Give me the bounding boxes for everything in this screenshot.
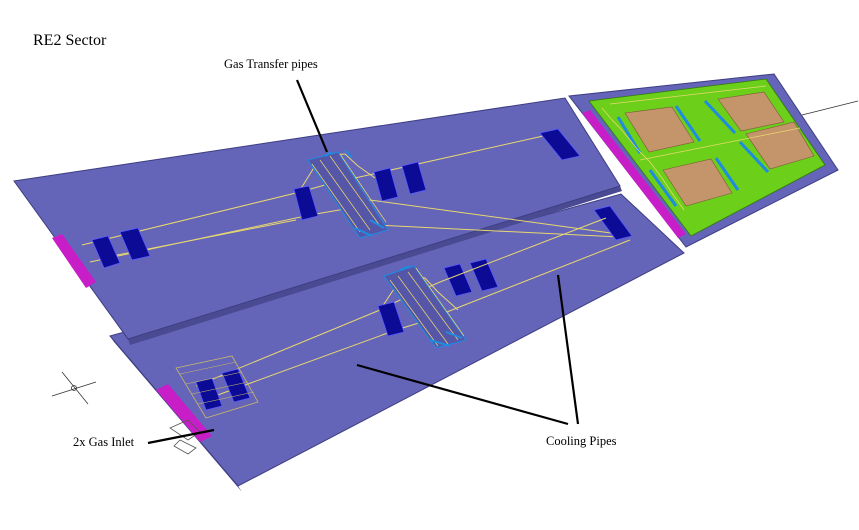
- right-chamber-panel: [568, 73, 859, 248]
- right-board-traces: [601, 85, 801, 211]
- gas-transfer-pipes-label: Gas Transfer pipes: [224, 57, 318, 71]
- axis-origin: [71, 385, 77, 391]
- gas-transfer-callout-line: [295, 79, 329, 153]
- lower-pads: [195, 301, 405, 411]
- copper-pad: [745, 121, 815, 170]
- copper-pad: [624, 106, 695, 153]
- lower-left-connector: [156, 384, 212, 442]
- inlet-frame-lines: [179, 361, 255, 405]
- pad: [593, 205, 633, 241]
- upper-gas-transfer-junction: [307, 149, 389, 239]
- upper-chamber-panel: [13, 97, 622, 345]
- copper-pads: [624, 91, 815, 207]
- lower-gas-transfer-junction: [383, 265, 467, 349]
- diagram-title: RE2 Sector: [33, 32, 107, 49]
- axis-line: [51, 381, 97, 397]
- cooling-pipes-label: Cooling Pipes: [546, 434, 617, 448]
- pad: [469, 258, 499, 292]
- pipe-segment: [648, 169, 678, 207]
- pad: [401, 161, 427, 195]
- pipe-segment: [674, 105, 702, 142]
- upper-panel-side: [128, 186, 622, 345]
- upper-pads: [91, 128, 633, 297]
- gas-inlet-callout-line: [147, 428, 215, 445]
- pad: [119, 227, 151, 261]
- blue-pipe-details: [616, 99, 770, 207]
- gas-inlet-assembly: [156, 355, 259, 455]
- copper-pad: [717, 91, 785, 132]
- callout-lines: [147, 79, 580, 445]
- pipe-segment: [714, 157, 740, 191]
- pipe-segment: [703, 99, 737, 135]
- pad: [373, 167, 399, 202]
- cooling-callout-line: [356, 363, 569, 426]
- copper-pad: [662, 158, 733, 207]
- upper-left-connector: [52, 234, 96, 288]
- pad: [91, 235, 121, 269]
- pad: [293, 185, 319, 221]
- upper-panel-surface: [13, 97, 621, 340]
- pad: [539, 128, 581, 161]
- pipe-segment: [738, 140, 770, 174]
- pad: [377, 301, 405, 337]
- inlet-frame: [175, 355, 259, 419]
- pad: [443, 263, 473, 297]
- gas-inlet-label: 2x Gas Inlet: [73, 435, 135, 449]
- pipe-segment: [616, 116, 642, 154]
- axis-marker: [51, 371, 97, 405]
- upper-pipe: [374, 224, 621, 238]
- pad: [221, 368, 251, 403]
- right-connector-strip: [582, 110, 686, 238]
- axis-line: [61, 371, 89, 405]
- junction-traces: [311, 153, 387, 233]
- axis-line: [801, 100, 859, 116]
- junction-traces: [389, 267, 465, 347]
- junction-blue: [324, 149, 385, 237]
- cooling-callout-line: [556, 274, 580, 425]
- junction-blue: [399, 265, 463, 347]
